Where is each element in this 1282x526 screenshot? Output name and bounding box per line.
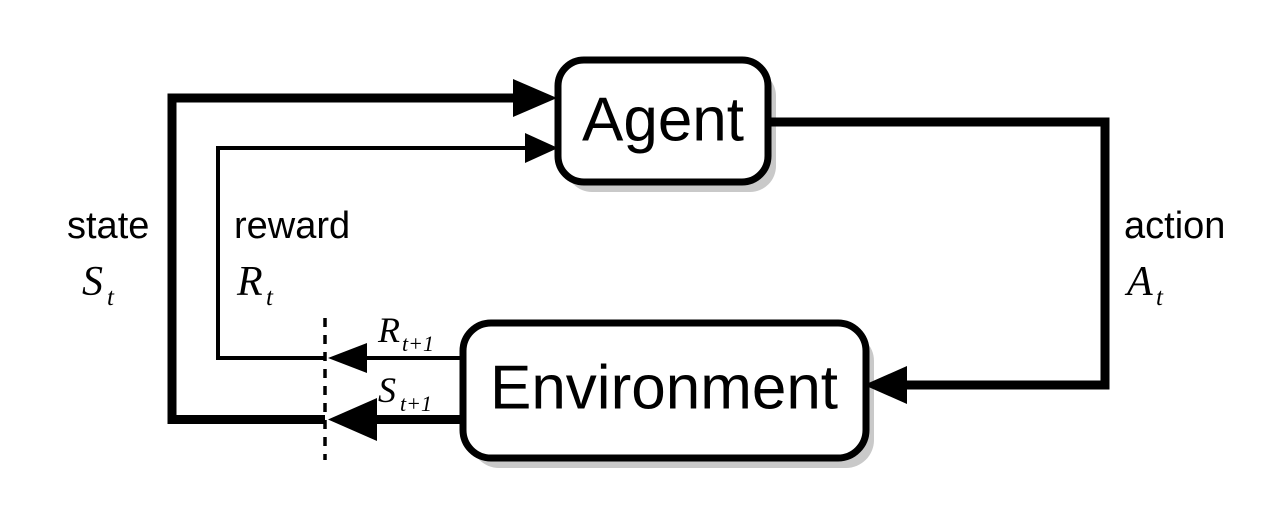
edge-state-emitted xyxy=(328,398,463,441)
action-label-symbol: A xyxy=(1124,259,1153,305)
node-environment[interactable]: Environment xyxy=(459,319,870,462)
action-label-subscript: t xyxy=(1156,284,1164,311)
environment-label: Environment xyxy=(490,353,838,422)
label-state: state S t xyxy=(67,205,149,311)
state-label-text: state xyxy=(67,205,149,247)
reward-emitted-subscript: t+1 xyxy=(402,331,434,356)
label-state-emitted: S t+1 xyxy=(378,370,432,416)
agent-box-fill xyxy=(558,60,768,182)
state-emitted-subscript: t+1 xyxy=(400,391,432,416)
agent-box-outline xyxy=(554,56,772,186)
state-emitted-arrowhead xyxy=(328,398,377,441)
state-feedback-arrowhead xyxy=(513,79,557,117)
environment-box-fill xyxy=(463,323,866,458)
reward-emitted-arrowhead xyxy=(328,343,367,373)
state-emitted-symbol: S xyxy=(378,370,396,410)
label-action: action A t xyxy=(1124,205,1225,311)
action-label-text: action xyxy=(1124,205,1225,247)
edge-reward-feedback xyxy=(216,133,558,360)
reward-emitted-symbol: R xyxy=(377,310,400,350)
action-forward-arrowhead xyxy=(864,366,907,404)
label-reward: reward R t xyxy=(234,205,350,311)
agent-label: Agent xyxy=(582,85,744,154)
edge-state-feedback xyxy=(167,79,557,424)
environment-box-outline xyxy=(459,319,870,462)
edge-action-forward xyxy=(768,117,1110,404)
reward-label-symbol: R xyxy=(236,259,263,305)
action-forward-line xyxy=(768,117,1110,390)
reward-feedback-line xyxy=(216,146,527,360)
node-agent[interactable]: Agent xyxy=(554,56,772,186)
reward-label-text: reward xyxy=(234,205,350,247)
reward-label-subscript: t xyxy=(266,284,274,311)
reward-feedback-arrowhead xyxy=(525,133,558,163)
state-label-subscript: t xyxy=(107,284,115,311)
state-feedback-line xyxy=(167,93,515,424)
state-label-symbol: S xyxy=(82,259,103,305)
edge-reward-emitted xyxy=(328,343,463,373)
label-reward-emitted: R t+1 xyxy=(377,310,434,356)
